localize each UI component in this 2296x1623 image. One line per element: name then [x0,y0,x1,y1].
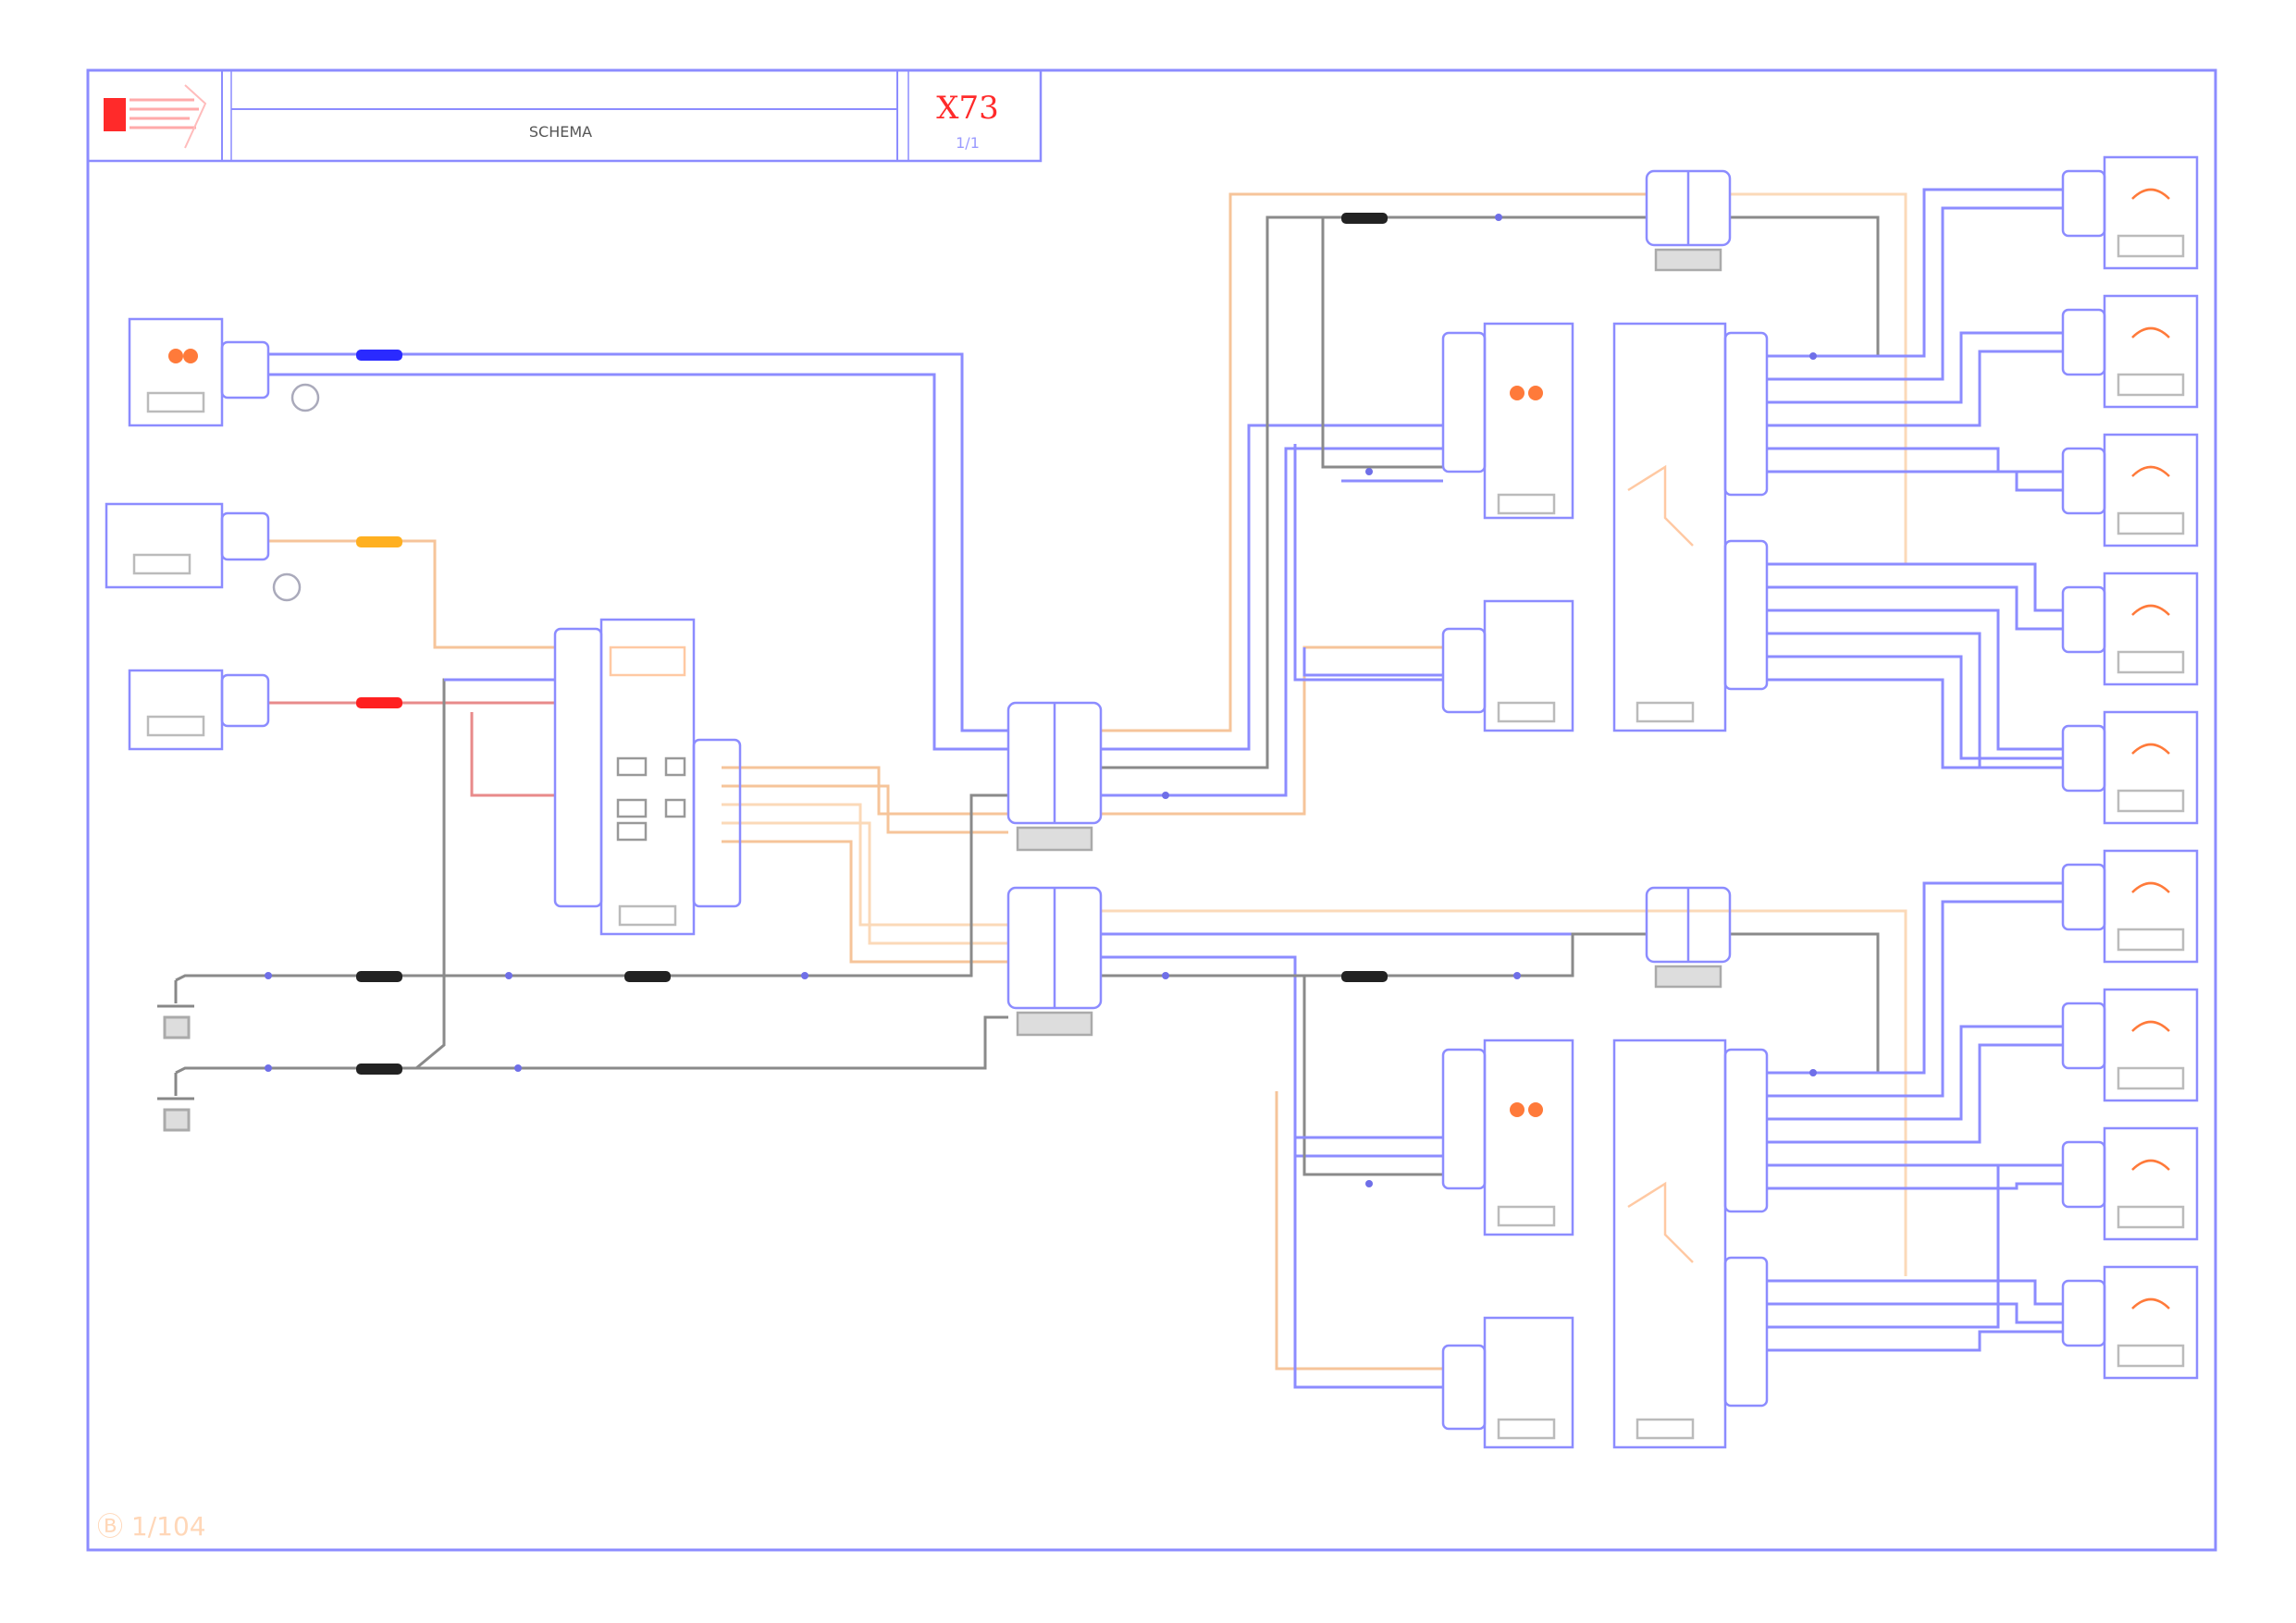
upper-modules [1441,322,1769,732]
title-block: SCHEMA X73 1/1 [86,68,1043,163]
connector-orange [356,536,402,547]
splice-blocks [1006,169,1732,1037]
connector-blue [356,350,402,361]
actuator-8 [2061,1126,2199,1241]
source-components [105,317,320,751]
wires [175,188,2063,1389]
actuator-4 [2061,572,2199,686]
sheet-description: SCHEMA [529,123,592,141]
sheet-code: X73 [936,90,998,127]
connector-black [356,1064,402,1075]
connector-black [624,971,671,982]
actuator-9 [2061,1265,2199,1380]
connector-black [1341,971,1388,982]
ground-symbols [157,980,194,1132]
actuator-1 [2061,155,2199,270]
actuator-2 [2061,294,2199,409]
connector-black [356,971,402,982]
manufacturer-logo-icon [104,84,207,149]
control-module [553,618,742,936]
actuator-6 [2061,849,2199,964]
actuator-5 [2061,710,2199,825]
junction-dots [265,214,1817,1187]
actuator-3 [2061,433,2199,547]
inline-connectors [356,213,1388,1075]
diagram-frame [86,68,2217,1552]
footer-reference: Ⓑ 1/104 [97,1511,206,1542]
sheet-subcode: 1/1 [956,134,980,152]
actuator-7 [2061,988,2199,1102]
lower-modules [1441,1039,1769,1449]
actuator-column [2061,155,2199,1380]
connector-black [1341,213,1388,224]
connector-red [356,697,402,708]
